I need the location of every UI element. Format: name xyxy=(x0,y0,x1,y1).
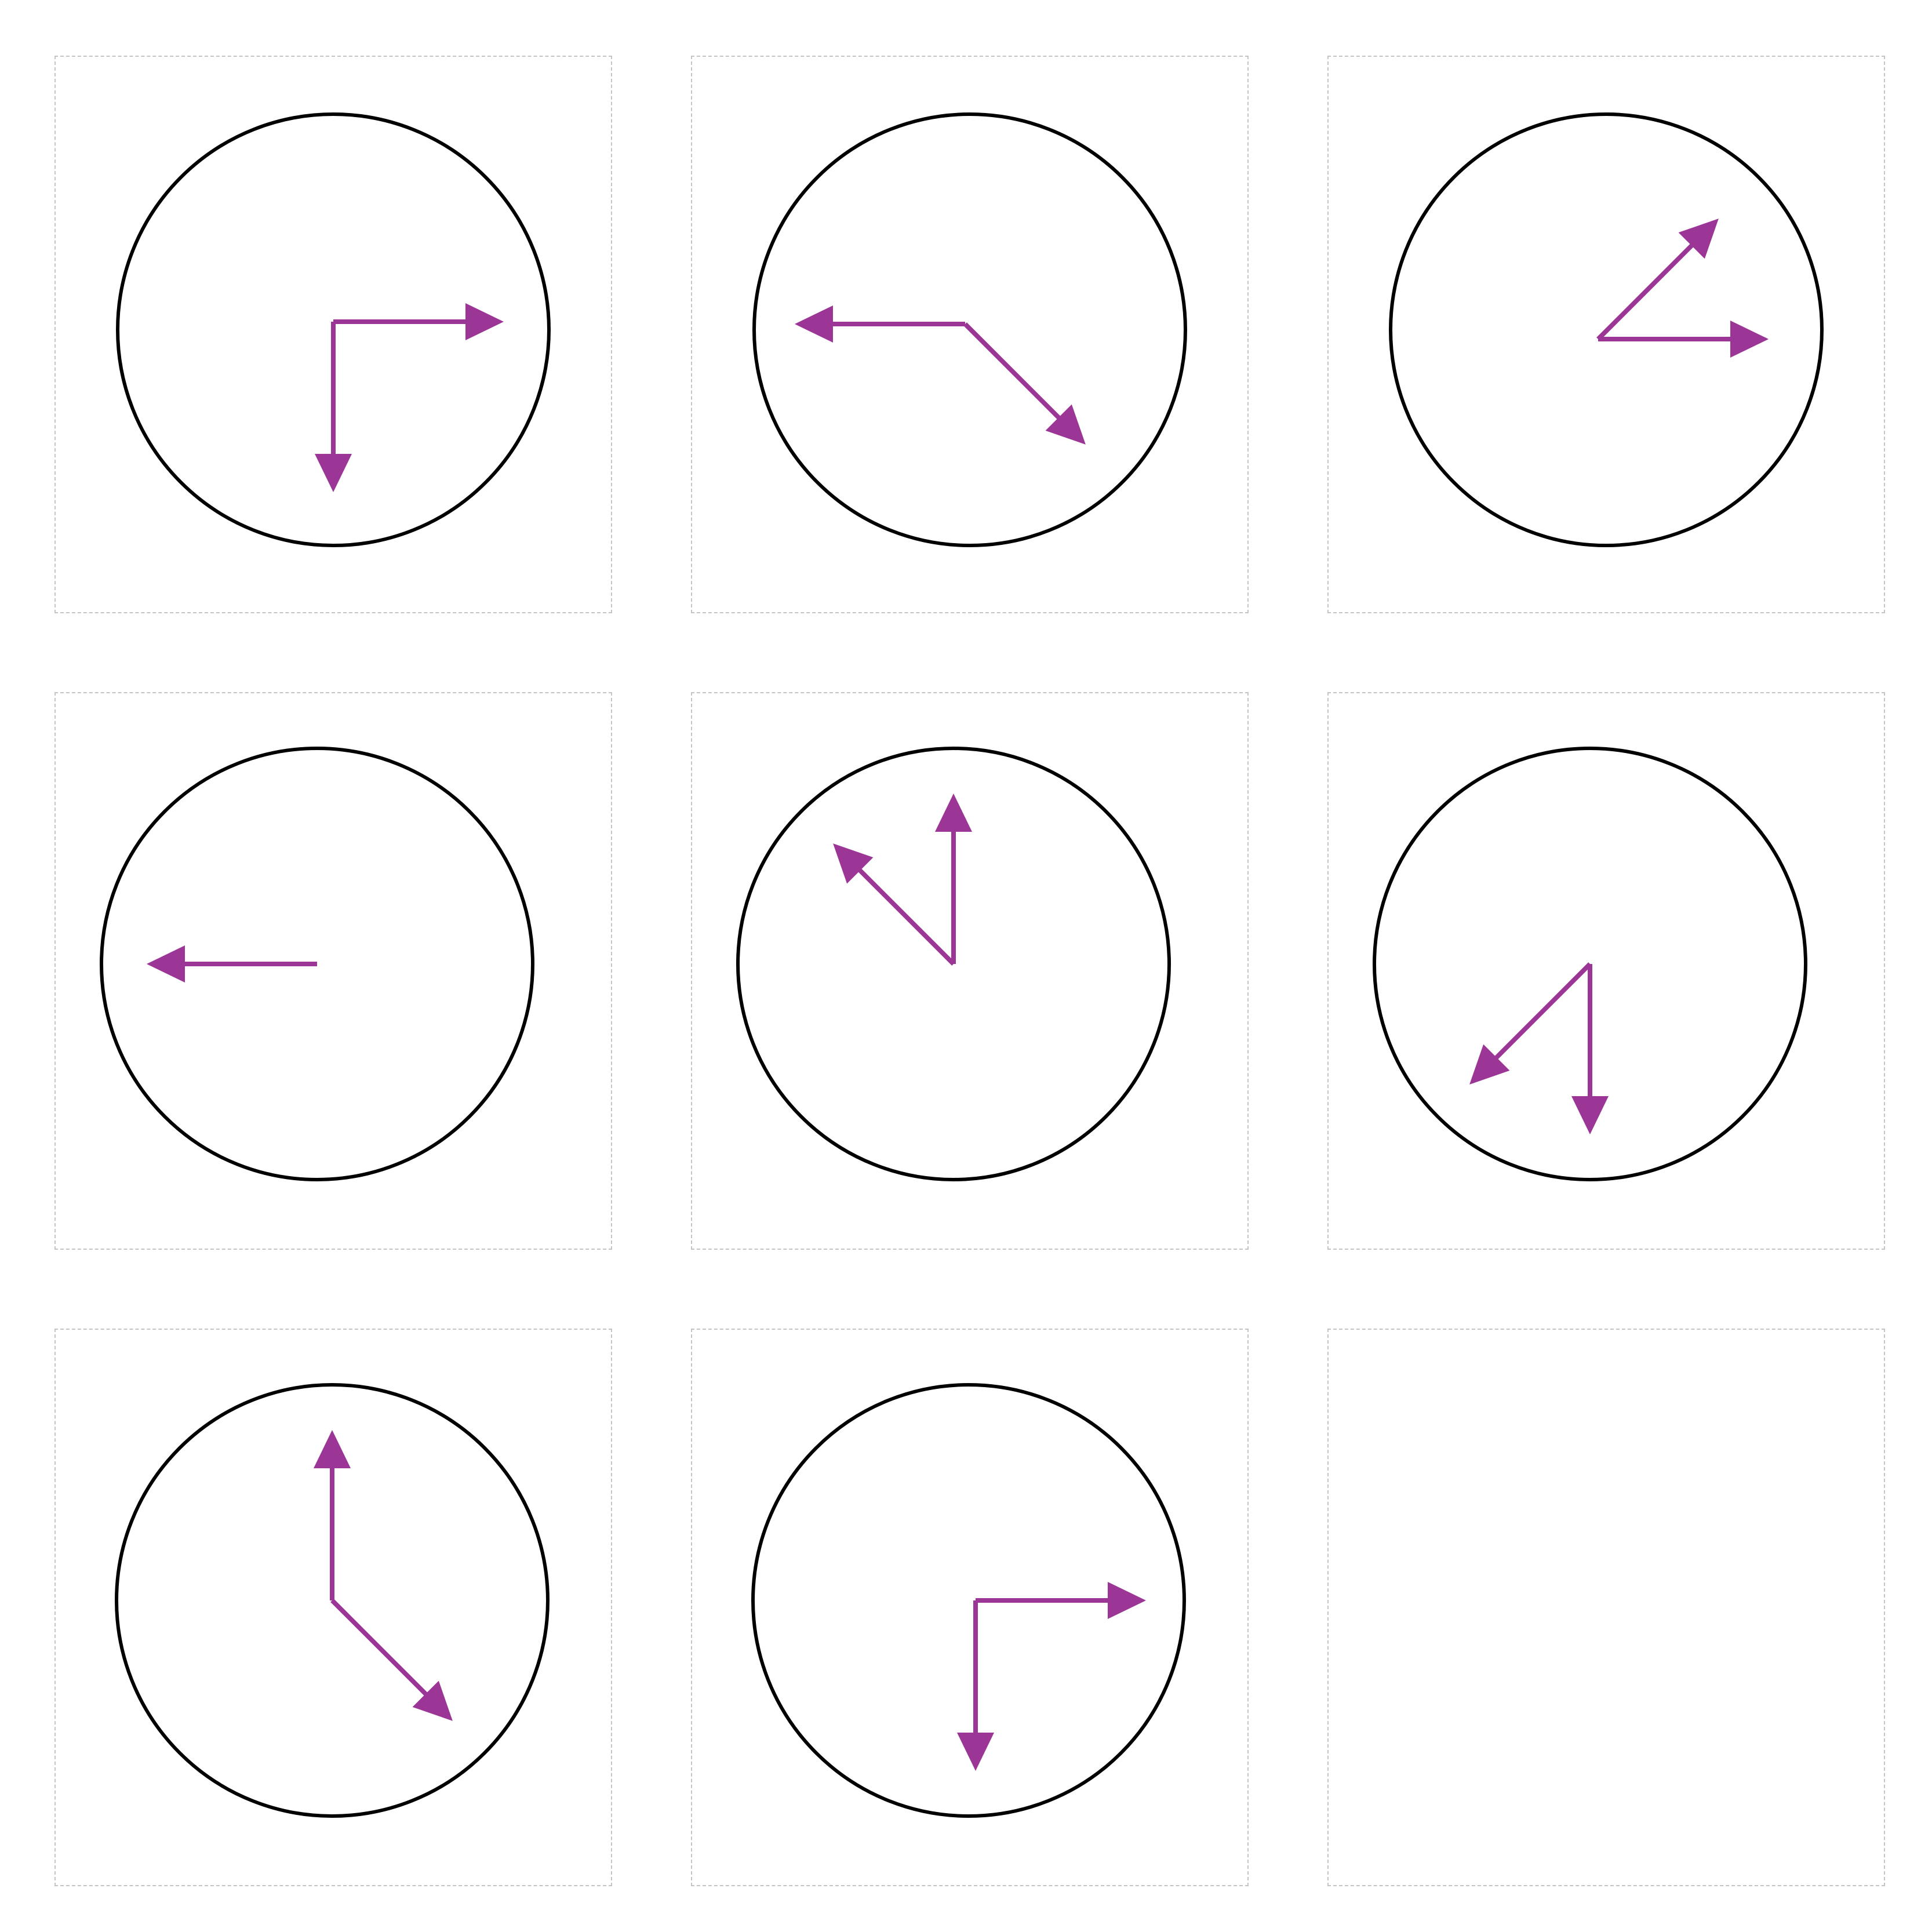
clock-hand-arrow xyxy=(315,322,352,492)
clock-hand-shaft xyxy=(330,1599,429,1697)
clock-cell xyxy=(54,56,612,613)
clock xyxy=(1389,112,1824,547)
clock-face xyxy=(1373,747,1807,1181)
clock-cell xyxy=(691,1329,1249,1886)
clock xyxy=(751,1383,1186,1818)
clock-hand-arrow xyxy=(314,1430,351,1600)
arrowhead-icon xyxy=(935,794,972,832)
clock-hand-arrow xyxy=(1571,964,1609,1134)
clock-hand-arrow xyxy=(976,1582,1146,1619)
clock-hand-arrow xyxy=(1596,219,1719,341)
clock-cell xyxy=(691,56,1249,613)
arrowhead-icon xyxy=(315,454,352,492)
clock-hand-arrow xyxy=(333,303,504,340)
clock-cell xyxy=(54,692,612,1250)
clock-face xyxy=(115,1383,550,1818)
clock-hand-arrow xyxy=(795,305,965,343)
clock-hand-arrow xyxy=(935,794,972,964)
clock-face xyxy=(1389,112,1824,547)
clock-hand-arrow xyxy=(1598,321,1769,358)
clock-hand-shaft xyxy=(1596,242,1695,341)
clock-face xyxy=(116,112,551,547)
clock xyxy=(736,747,1171,1181)
arrowhead-icon xyxy=(1469,1044,1510,1085)
clock-hand-arrow xyxy=(963,322,1086,445)
clock-hand-arrow xyxy=(1469,962,1592,1085)
empty-answer-cell xyxy=(1327,1329,1885,1886)
clock-hand-shaft xyxy=(857,867,955,966)
arrowhead-icon xyxy=(147,945,185,983)
arrowhead-icon xyxy=(465,303,504,340)
clock-face xyxy=(736,747,1171,1181)
clock xyxy=(100,747,534,1181)
clock-hand-shaft xyxy=(1493,962,1592,1061)
clock-cell xyxy=(691,692,1249,1250)
clock-hand-arrow xyxy=(147,945,317,983)
arrowhead-icon xyxy=(1730,321,1769,358)
clock xyxy=(752,112,1187,547)
arrowhead-icon xyxy=(314,1430,351,1468)
clock-cell xyxy=(1327,692,1885,1250)
arrowhead-icon xyxy=(1571,1096,1609,1134)
clock-cell xyxy=(54,1329,612,1886)
clock-cell xyxy=(1327,56,1885,613)
clock-hand-arrow xyxy=(330,1599,453,1721)
clock xyxy=(1373,747,1807,1181)
arrowhead-icon xyxy=(1045,404,1086,445)
arrowhead-icon xyxy=(1678,219,1719,259)
arrowhead-icon xyxy=(957,1733,994,1771)
clock xyxy=(115,1383,550,1818)
clock-face xyxy=(751,1383,1186,1818)
clock-hand-arrow xyxy=(957,1600,994,1771)
arrowhead-icon xyxy=(412,1680,453,1721)
clock-hand-shaft xyxy=(963,322,1062,421)
clock-face xyxy=(100,747,534,1181)
arrowhead-icon xyxy=(833,843,874,884)
clock-face xyxy=(752,112,1187,547)
clock xyxy=(116,112,551,547)
clock-hand-arrow xyxy=(833,843,955,966)
arrowhead-icon xyxy=(1108,1582,1146,1619)
arrowhead-icon xyxy=(795,305,833,343)
